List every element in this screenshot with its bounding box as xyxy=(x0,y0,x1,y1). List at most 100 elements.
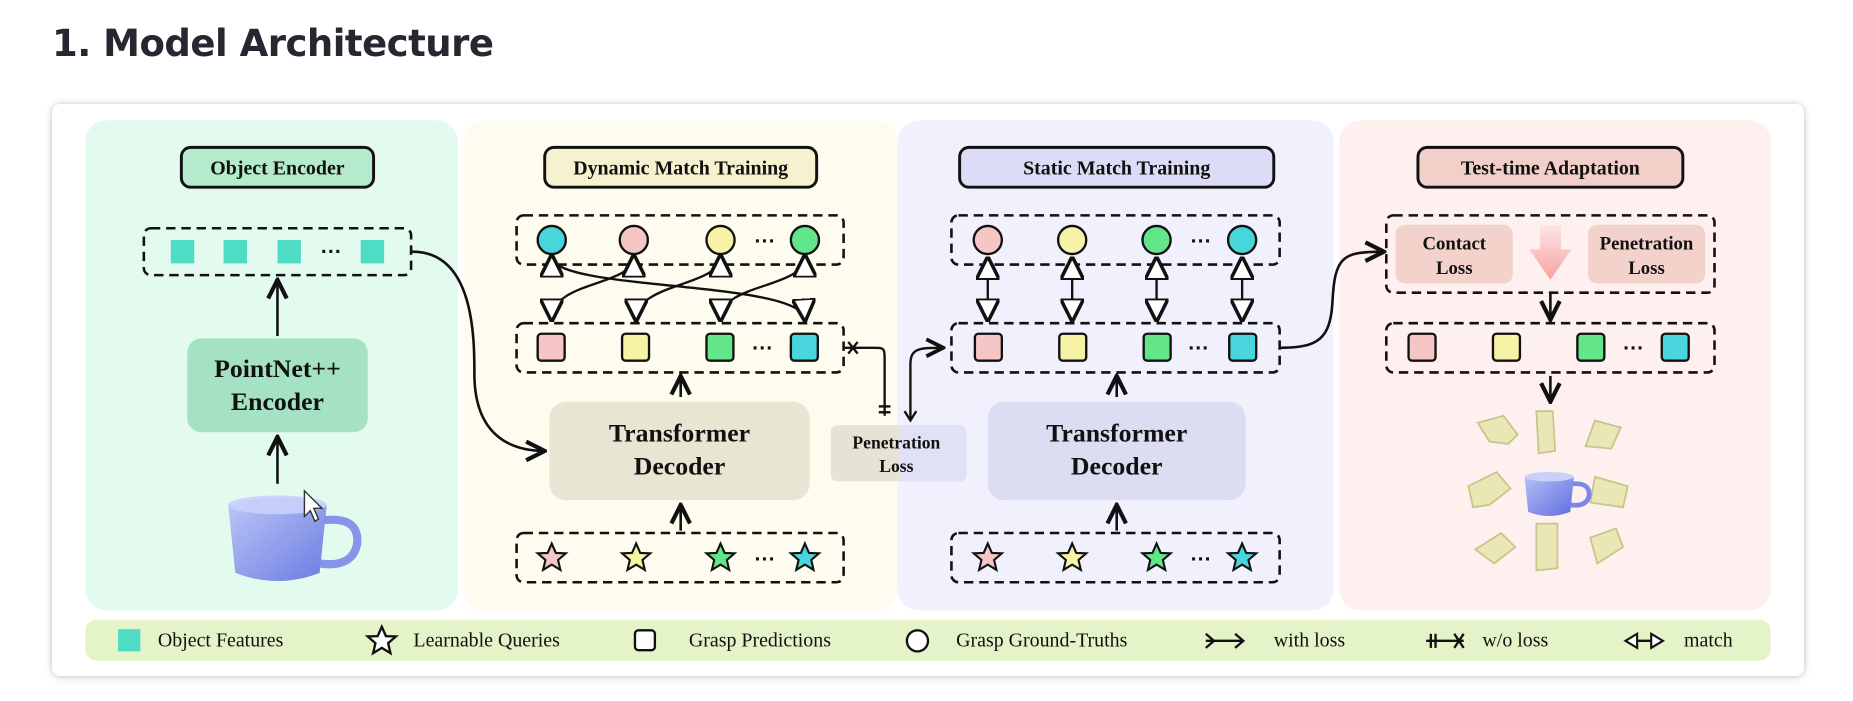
dynamic-match-arrows xyxy=(552,256,805,319)
legend-with-loss-label: with loss xyxy=(1274,630,1346,652)
dynamic-match-title: Dynamic Match Training xyxy=(573,157,788,179)
page-title: 1. Model Architecture xyxy=(52,22,494,65)
tta-mug xyxy=(1524,472,1592,517)
object-feature-square xyxy=(170,239,195,264)
features-to-dynamic-decoder-arrow xyxy=(412,250,544,451)
without-loss-arrow-icon xyxy=(1426,633,1465,649)
static-match-title: Static Match Training xyxy=(1023,157,1210,179)
static-queries-group xyxy=(950,531,1281,584)
ellipsis: ··· xyxy=(752,337,773,360)
contact-loss-line1: Contact xyxy=(1423,233,1487,254)
legend-learnable-queries-label: Learnable Queries xyxy=(413,630,560,652)
with-loss-connector xyxy=(903,348,944,423)
object-feature-square xyxy=(360,239,385,264)
grasp-prediction-square xyxy=(1660,332,1690,362)
dynamic-queries-group xyxy=(515,531,845,584)
tta-penetration-line1: Penetration xyxy=(1600,233,1694,254)
penetration-loss-line2: Loss xyxy=(879,456,913,476)
legend-learnable-queries: Learnable Queries xyxy=(364,623,560,656)
ground-truth-circle xyxy=(1226,224,1258,256)
learnable-query-star xyxy=(1055,540,1089,573)
grasp-prediction-square xyxy=(973,332,1004,362)
ellipsis: ··· xyxy=(1191,230,1212,253)
learnable-query-star xyxy=(970,540,1005,573)
ground-truth-circle xyxy=(1056,224,1088,256)
dynamic-predictions-group xyxy=(515,321,845,374)
static-decoder-line2: Decoder xyxy=(1071,451,1163,480)
grasp-prediction-square xyxy=(536,332,566,362)
legend-grasp-ground-truths-label: Grasp Ground-Truths xyxy=(956,630,1127,652)
legend-object-features: Object Features xyxy=(118,629,284,652)
dynamic-transformer-decoder-box xyxy=(549,401,810,501)
static-match-title-box xyxy=(958,145,1276,189)
grasp-prediction-square xyxy=(1058,332,1088,362)
grasp-prediction-square xyxy=(1491,332,1522,362)
ellipsis: ··· xyxy=(1623,337,1644,360)
learnable-query-star xyxy=(534,540,569,573)
dynamic-match-title-box xyxy=(543,145,819,189)
circle-icon xyxy=(905,629,930,653)
grasp-prediction-square xyxy=(1407,332,1437,362)
grasp-prediction-square xyxy=(705,332,735,362)
learnable-query-star xyxy=(1225,540,1259,573)
ground-truth-circle xyxy=(1141,224,1172,256)
grasp-prediction-square xyxy=(789,332,819,362)
loss-down-arrow xyxy=(1529,225,1572,280)
legend-grasp-predictions-label: Grasp Predictions xyxy=(689,630,831,652)
learnable-query-star xyxy=(619,540,653,573)
grasp-prediction-square xyxy=(1228,332,1258,362)
architecture-figure: Object Encoder Dynamic Match Training St… xyxy=(52,104,1804,676)
legend-with-loss: with loss xyxy=(1205,630,1346,652)
legend-match-label: match xyxy=(1684,630,1733,652)
legend-without-loss-label: w/o loss xyxy=(1482,630,1548,652)
ground-truth-circle xyxy=(536,224,567,256)
static-match-panel xyxy=(897,120,1334,611)
hand-grasps-illustration xyxy=(1467,410,1629,572)
grasp-prediction-square xyxy=(620,332,651,362)
ellipsis: ··· xyxy=(1188,337,1209,360)
star-icon xyxy=(364,623,399,656)
ellipsis: ··· xyxy=(755,230,776,253)
test-time-title-box xyxy=(1416,145,1685,189)
contact-loss-box xyxy=(1395,224,1513,284)
object-encoder-title: Object Encoder xyxy=(210,157,345,179)
static-to-tta-arrow xyxy=(1280,252,1384,350)
point-cloud-mug xyxy=(228,495,362,582)
object-features-icon xyxy=(118,629,141,652)
tta-predictions-group xyxy=(1385,321,1716,374)
ellipsis: ··· xyxy=(1191,548,1212,571)
penetration-loss-tta-box xyxy=(1587,224,1706,284)
ellipsis: ··· xyxy=(755,548,776,571)
mouse-cursor xyxy=(303,489,324,523)
square-icon xyxy=(633,629,657,652)
legend-grasp-predictions: Grasp Predictions xyxy=(633,629,831,652)
tta-penetration-line2: Loss xyxy=(1628,258,1664,279)
match-arrow-icon xyxy=(1623,631,1665,650)
legend-without-loss: w/o loss xyxy=(1426,630,1548,652)
object-feature-square xyxy=(223,239,247,264)
object-feature-square xyxy=(277,239,301,264)
static-decoder-line1: Transformer xyxy=(1046,419,1187,448)
penetration-loss-line1: Penetration xyxy=(852,433,940,453)
object-features-group xyxy=(142,226,413,277)
penetration-loss-box-right xyxy=(898,425,967,482)
dynamic-match-panel xyxy=(463,120,898,611)
ellipsis: ··· xyxy=(321,241,342,264)
ground-truth-circle xyxy=(618,224,650,256)
learnable-query-star xyxy=(788,540,822,573)
architecture-diagram: Object Encoder Dynamic Match Training St… xyxy=(85,120,1771,661)
ground-truth-circle xyxy=(972,224,1004,256)
static-match-arrows xyxy=(988,259,1242,320)
legend-match: match xyxy=(1623,630,1733,652)
dynamic-decoder-line2: Decoder xyxy=(634,451,726,480)
learnable-query-star xyxy=(703,540,738,573)
with-loss-arrow-icon xyxy=(1205,632,1246,649)
grasp-prediction-square xyxy=(1576,332,1606,362)
static-ground-truths-group xyxy=(950,214,1281,266)
test-time-title: Test-time Adaptation xyxy=(1461,157,1640,179)
static-transformer-decoder-box xyxy=(987,401,1246,501)
learnable-query-star xyxy=(1139,540,1174,573)
ground-truth-circle xyxy=(705,224,736,256)
pointnet-encoder-box xyxy=(187,338,368,433)
contact-loss-line2: Loss xyxy=(1436,258,1472,279)
